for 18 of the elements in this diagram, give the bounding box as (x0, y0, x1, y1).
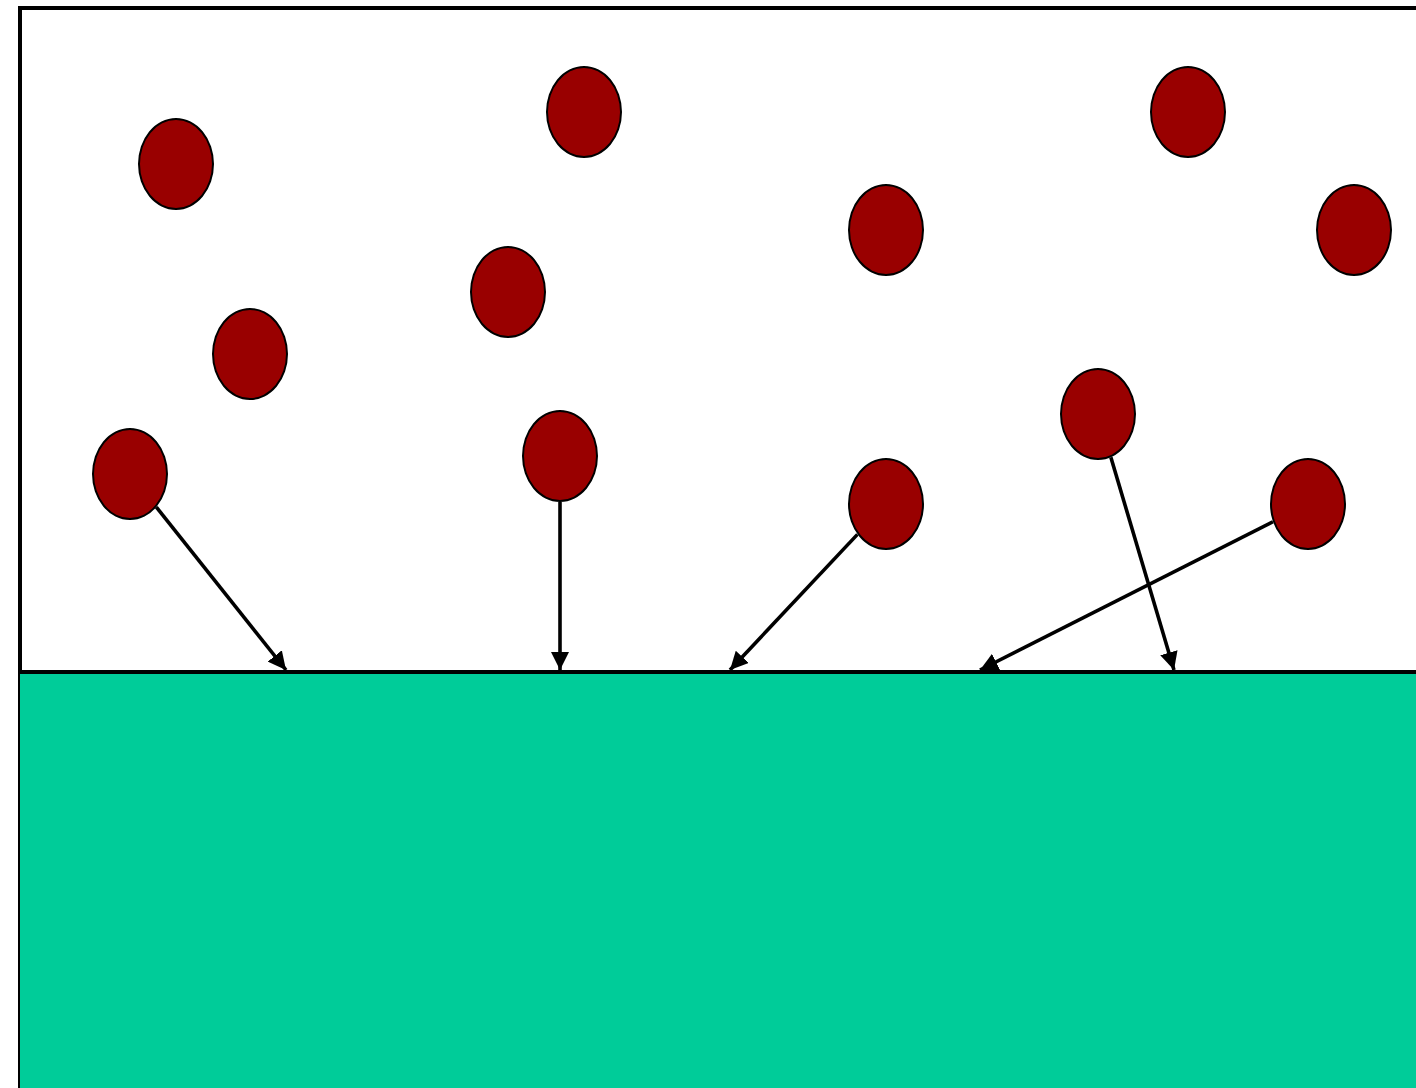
particle-circle (92, 428, 168, 520)
particle-circle (1150, 66, 1226, 158)
arrow (979, 520, 1274, 672)
particle-circle (848, 458, 924, 550)
particle-circle (1060, 368, 1136, 460)
particle-circle (522, 410, 598, 502)
particle-circle (848, 184, 924, 276)
particle-circle (212, 308, 288, 400)
particle-circle (1316, 184, 1392, 276)
arrow (154, 506, 288, 672)
particle-circle (470, 246, 546, 338)
particle-circle (138, 118, 214, 210)
particle-circle (1270, 458, 1346, 550)
surface-block (20, 670, 1416, 1088)
arrow (728, 533, 859, 672)
arrow (551, 502, 569, 670)
particle-circle (546, 66, 622, 158)
arrow (1109, 456, 1178, 671)
